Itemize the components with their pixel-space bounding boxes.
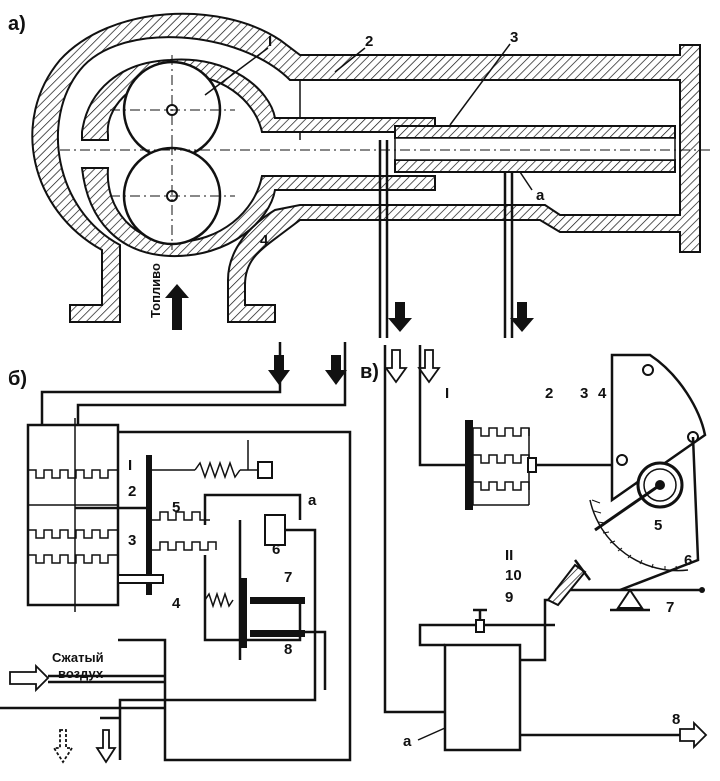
callout-c-4: 4	[598, 385, 607, 402]
panel-b-inlet-lines	[40, 342, 347, 425]
air-label-line1: Сжатый	[52, 650, 104, 665]
callout-a-4: 4	[260, 232, 269, 249]
arrow-down-solid-icon	[325, 355, 347, 385]
panel-b: б)	[0, 342, 352, 764]
callout-c-8: 8	[672, 711, 680, 728]
callout-b-8: 8	[284, 641, 292, 658]
callout-c-6: 6	[684, 552, 692, 569]
callout-b-sub: а	[308, 492, 317, 509]
callout-c-9: 9	[505, 589, 513, 606]
relay-body	[118, 493, 317, 760]
lever	[75, 455, 164, 595]
arrow-down-solid-icon	[268, 355, 290, 385]
panel-c-lines	[383, 345, 680, 737]
arrow-up-solid-icon	[165, 284, 189, 330]
bellows-2	[465, 420, 612, 510]
callout-b-3: 3	[128, 532, 136, 549]
relay-frame	[118, 430, 352, 762]
gauge-ticks	[591, 499, 678, 571]
callout-c-sub: а	[403, 733, 412, 750]
arrow-open-icon	[679, 720, 708, 750]
panel-c-callouts: I 2 3 4 5 6 7 8 9 10 II а	[403, 385, 692, 750]
lever-plate	[610, 353, 707, 592]
panel-c: в)	[360, 345, 708, 752]
arrow-down-solid-icon	[510, 302, 534, 332]
relay-box	[443, 643, 522, 752]
pivot-lever	[555, 587, 705, 612]
callout-c-1: I	[445, 385, 449, 402]
callout-c-10: 10	[505, 567, 522, 584]
callout-b-6: 6	[272, 541, 280, 558]
gear-bottom	[110, 145, 235, 250]
callout-c-5: 5	[654, 517, 662, 534]
panel-a-callouts: I 2 3 4 а	[204, 29, 545, 249]
panel-b-label: б)	[8, 368, 27, 390]
callout-a-1: I	[268, 33, 272, 50]
callout-b-7: 7	[284, 569, 292, 586]
callout-a-3: 3	[510, 29, 518, 46]
valve-assembly	[204, 578, 327, 690]
callout-b-4: 4	[172, 595, 181, 612]
callout-a-2: 2	[365, 33, 373, 50]
arrow-open-icon	[417, 349, 441, 384]
callout-c-7: 7	[666, 599, 674, 616]
bellows-unit	[26, 418, 120, 612]
spring-5	[152, 440, 273, 480]
nozzle-tube	[60, 125, 710, 173]
callout-b-1: I	[128, 457, 132, 474]
arrow-open-icon	[52, 729, 74, 764]
callout-c-11: II	[505, 547, 513, 564]
panel-b-callouts: I 2 3 4 5 6 7 8 а	[128, 457, 317, 658]
throttle-valve	[473, 608, 555, 633]
panel-c-label: в)	[360, 361, 379, 383]
callout-c-2: 2	[545, 385, 553, 402]
gauge-dial	[589, 461, 689, 572]
callout-a-sub: а	[536, 187, 545, 204]
arrow-down-solid-icon	[388, 302, 412, 332]
nozzle-flapper	[546, 559, 591, 607]
panel-a-label: а)	[8, 13, 26, 35]
arrow-open-icon	[95, 729, 117, 764]
air-inlet: Сжатый воздух	[9, 650, 165, 693]
outlet-lines	[0, 706, 165, 764]
callout-c-3: 3	[580, 385, 588, 402]
arrow-open-icon	[384, 349, 408, 384]
impulse-lines	[378, 140, 514, 338]
callout-b-5: 5	[172, 499, 180, 516]
arrow-open-icon	[9, 663, 50, 693]
fuel-label: Топливо	[148, 263, 163, 318]
panel-a: а)	[8, 12, 710, 338]
callout-b-2: 2	[128, 483, 136, 500]
air-label-line2: воздух	[58, 666, 104, 681]
